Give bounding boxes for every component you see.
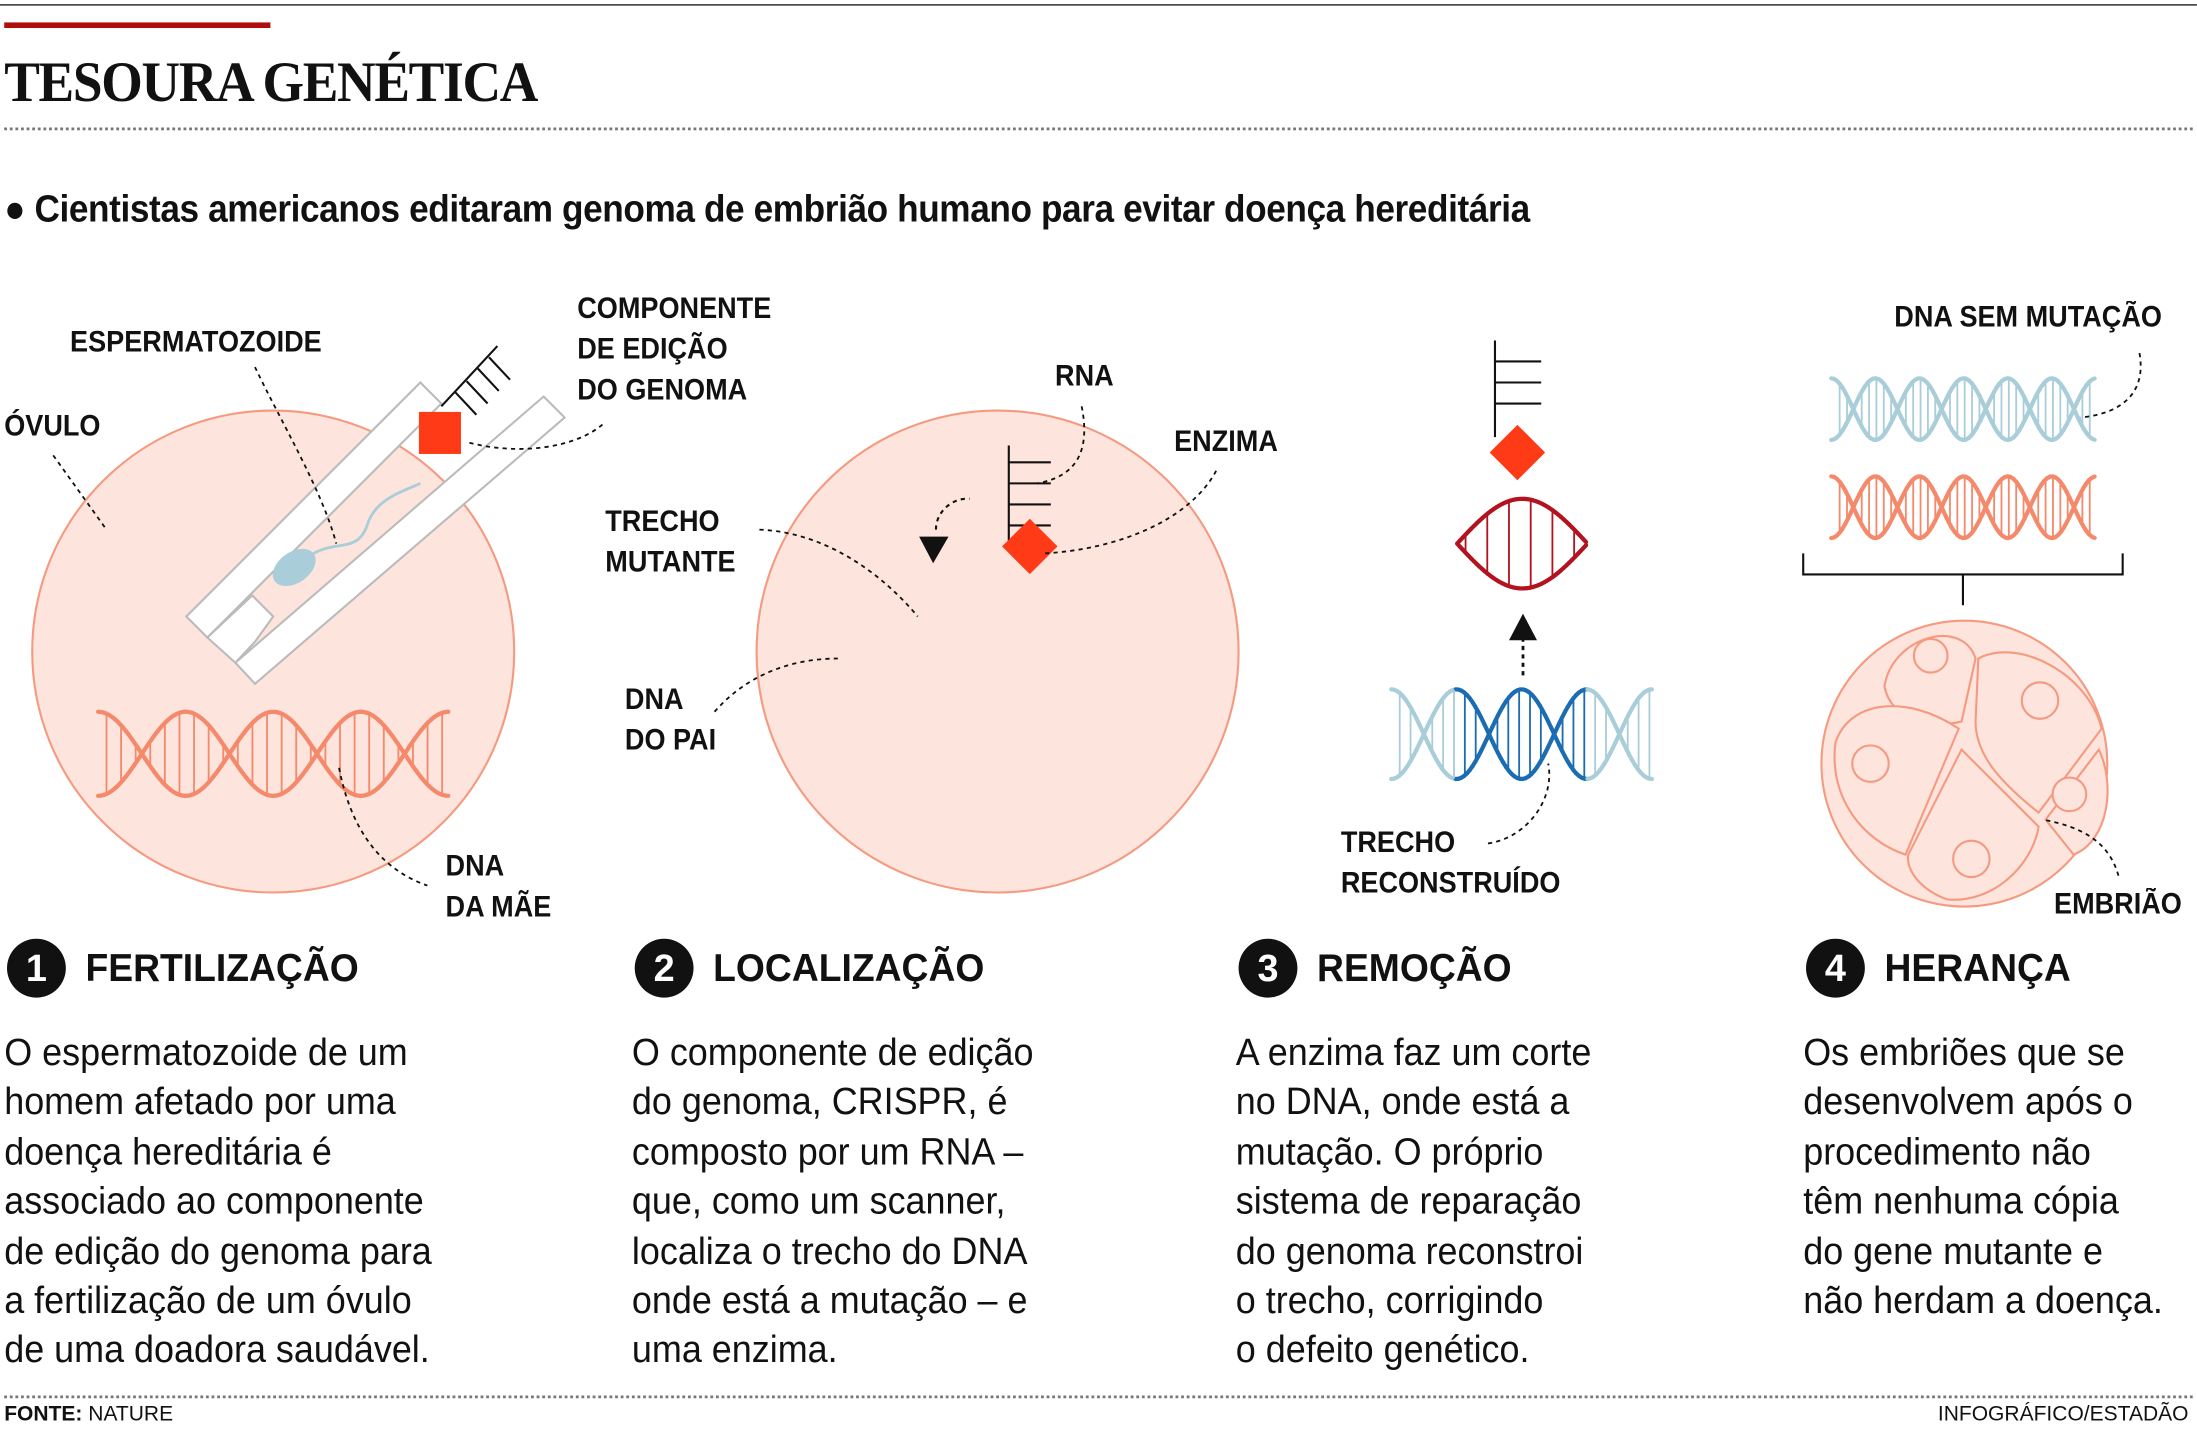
arrow-down-icon (919, 536, 949, 564)
subtitle-text: Cientistas americanos editaram genoma de… (34, 187, 1530, 230)
rna-comb-icon (1007, 445, 1051, 547)
enzyme-diamond-icon (1002, 518, 1058, 575)
dna-mother-helix (95, 709, 451, 798)
subtitle: ● Cientistas americanos editaram genoma … (4, 188, 1530, 231)
leader-lines (52, 352, 2142, 887)
bracket (1802, 553, 2124, 606)
page-title: TESOURA GENÉTICA (4, 49, 538, 114)
enzyme-diamond-icon (1489, 424, 1546, 481)
label-ovulo: ÓVULO (4, 410, 101, 443)
step-3-heading: 3 REMOÇÃO (1238, 938, 1522, 998)
step-title: LOCALIZAÇÃO (713, 945, 985, 990)
dna-repaired-helix (1389, 687, 1654, 782)
label-embriao: EMBRIÃO (2054, 888, 2182, 921)
step-title: FERTILIZAÇÃO (85, 945, 359, 990)
step-2-heading: 2 LOCALIZAÇÃO (634, 938, 999, 998)
footer-source: FONTE: NATURE (4, 1402, 174, 1427)
arrow-up-icon (1508, 613, 1538, 641)
rna-comb-icon (1493, 340, 1542, 438)
step-title: REMOÇÃO (1317, 945, 1512, 990)
sperm-icon (272, 548, 316, 587)
fertilized-cell (755, 409, 1240, 894)
footer-divider (4, 1395, 2193, 1399)
embryo-icon (1820, 619, 2109, 908)
footer-credit: INFOGRÁFICO/ESTADÃO (1937, 1402, 2189, 1427)
label-espermatozoide: ESPERMATOZOIDE (70, 326, 322, 359)
step-1-heading: 1 FERTILIZAÇÃO (7, 938, 373, 998)
top-rule (0, 4, 2197, 6)
dna-no-mutation-helix (1829, 474, 2097, 541)
label-dna-sem-mutacao: DNA SEM MUTAÇÃO (1894, 301, 2162, 334)
accent-bar (4, 22, 271, 29)
step-number-badge: 2 (634, 938, 694, 998)
label-enzima: ENZIMA (1174, 425, 1278, 459)
sperm-tail (310, 482, 421, 557)
rna-comb-icon (440, 345, 511, 416)
removed-mutant-segment (1455, 496, 1589, 591)
bullet-icon: ● (4, 187, 35, 230)
step-title: HERANÇA (1884, 945, 2071, 990)
arrow-path (934, 497, 970, 530)
editor-square-icon (418, 411, 461, 454)
step-number-badge: 3 (1238, 938, 1298, 998)
step-number-badge: 1 (7, 938, 66, 998)
step-4-heading: 4 HERANÇA (1806, 938, 2081, 998)
step-number-badge: 4 (1806, 938, 1865, 998)
divider (4, 127, 2193, 131)
pipette (184, 381, 567, 686)
label-rna: RNA (1055, 360, 1114, 393)
dna-no-mutation-helix (1829, 376, 2097, 443)
